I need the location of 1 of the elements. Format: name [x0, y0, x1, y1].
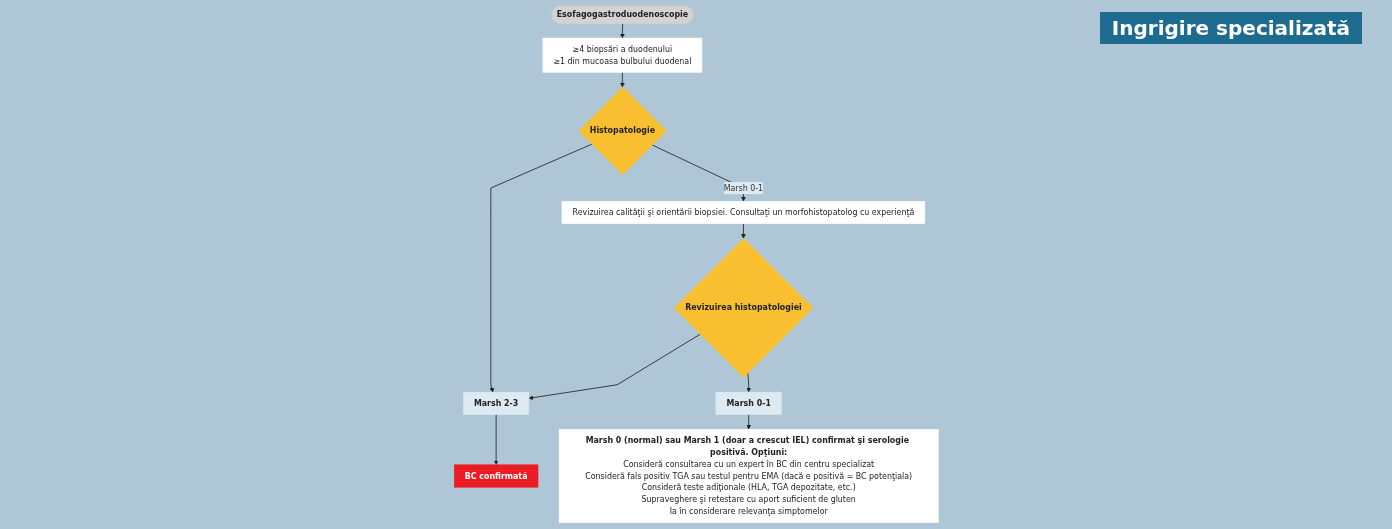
title: Ingrigire specializată [1099, 12, 1362, 44]
